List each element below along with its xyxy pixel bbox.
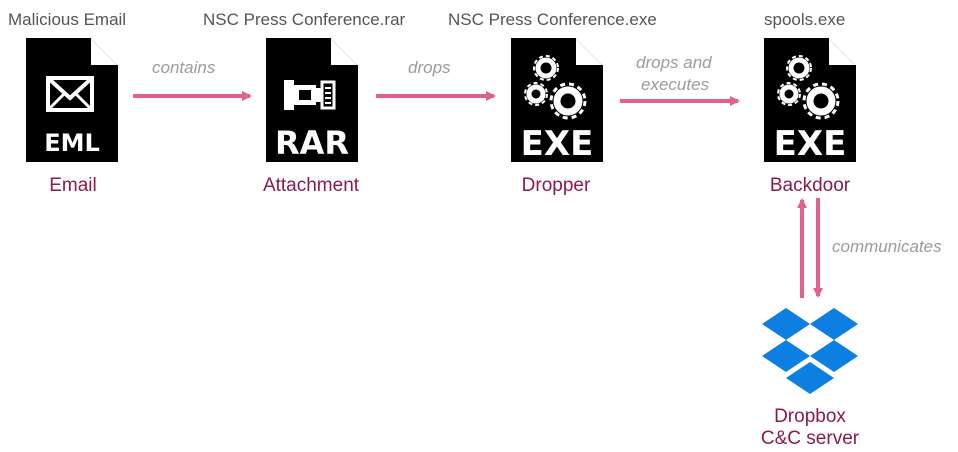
envelope-icon [46,76,94,112]
eml-badge: EML [44,129,100,157]
filename-backdoor: spools.exe [764,10,846,29]
dropper-exe-file-icon: EXE [511,38,603,167]
server-label-dropbox: Dropbox [774,406,846,427]
role-dropper: Dropper [521,175,591,196]
gears-icon [524,55,587,120]
role-backdoor: Backdoor [769,175,851,196]
edge-label-communicates: communicates [832,237,942,256]
edge-label-drops: drops [408,58,451,77]
filename-dropper: NSC Press Conference.exe [448,10,657,29]
backdoor-exe-file-icon: EXE [764,38,856,167]
backdoor-badge: EXE [774,124,847,162]
rar-badge: RAR [275,124,349,162]
role-attachment: Attachment [262,175,360,196]
edge-label-contains: contains [152,58,216,77]
filename-rar: NSC Press Conference.rar [203,10,406,29]
rar-file-icon: RAR [266,38,358,167]
dropper-badge: EXE [521,124,594,162]
archive-press-icon [284,80,336,110]
edge-label-drops-and: drops and [636,53,712,72]
server-label-cc: C&C server [760,428,860,449]
gears-icon [777,55,840,120]
edge-label-executes: executes [641,75,710,94]
dropbox-logo-icon [758,308,862,405]
eml-file-icon: EML [26,38,118,167]
role-email: Email [49,175,97,196]
filename-email: Malicious Email [8,10,127,29]
